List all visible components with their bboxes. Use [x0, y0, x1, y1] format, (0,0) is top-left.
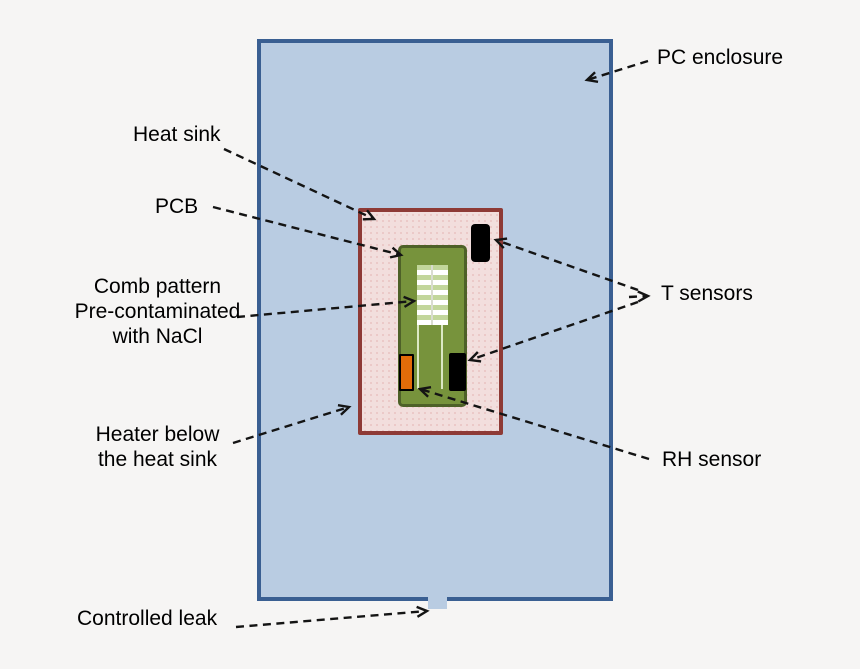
pcb-trace-left [417, 325, 419, 389]
pcb-trace-right [441, 325, 443, 389]
label-rh-sensor: RH sensor [662, 448, 762, 471]
label-heater: Heater below the heat sink [95, 423, 220, 471]
label-pcb: PCB [155, 195, 199, 218]
t-sensor-top [471, 224, 490, 262]
rh-sensor-chip [399, 354, 414, 391]
arrow-controlled-leak [235, 605, 430, 629]
label-controlled-leak: Controlled leak [77, 607, 218, 630]
label-heat-sink: Heat sink [133, 123, 221, 146]
t-sensor-bottom [449, 353, 466, 391]
controlled-leak-notch [428, 593, 447, 609]
label-t-sensors: T sensors [661, 282, 753, 305]
arrow-t-sensors-label [628, 290, 651, 303]
label-comb-pattern: Comb pattern Pre-contaminated with NaCl [74, 275, 241, 348]
label-pc-enclosure: PC enclosure [657, 46, 784, 69]
comb-divider-line [431, 265, 433, 325]
